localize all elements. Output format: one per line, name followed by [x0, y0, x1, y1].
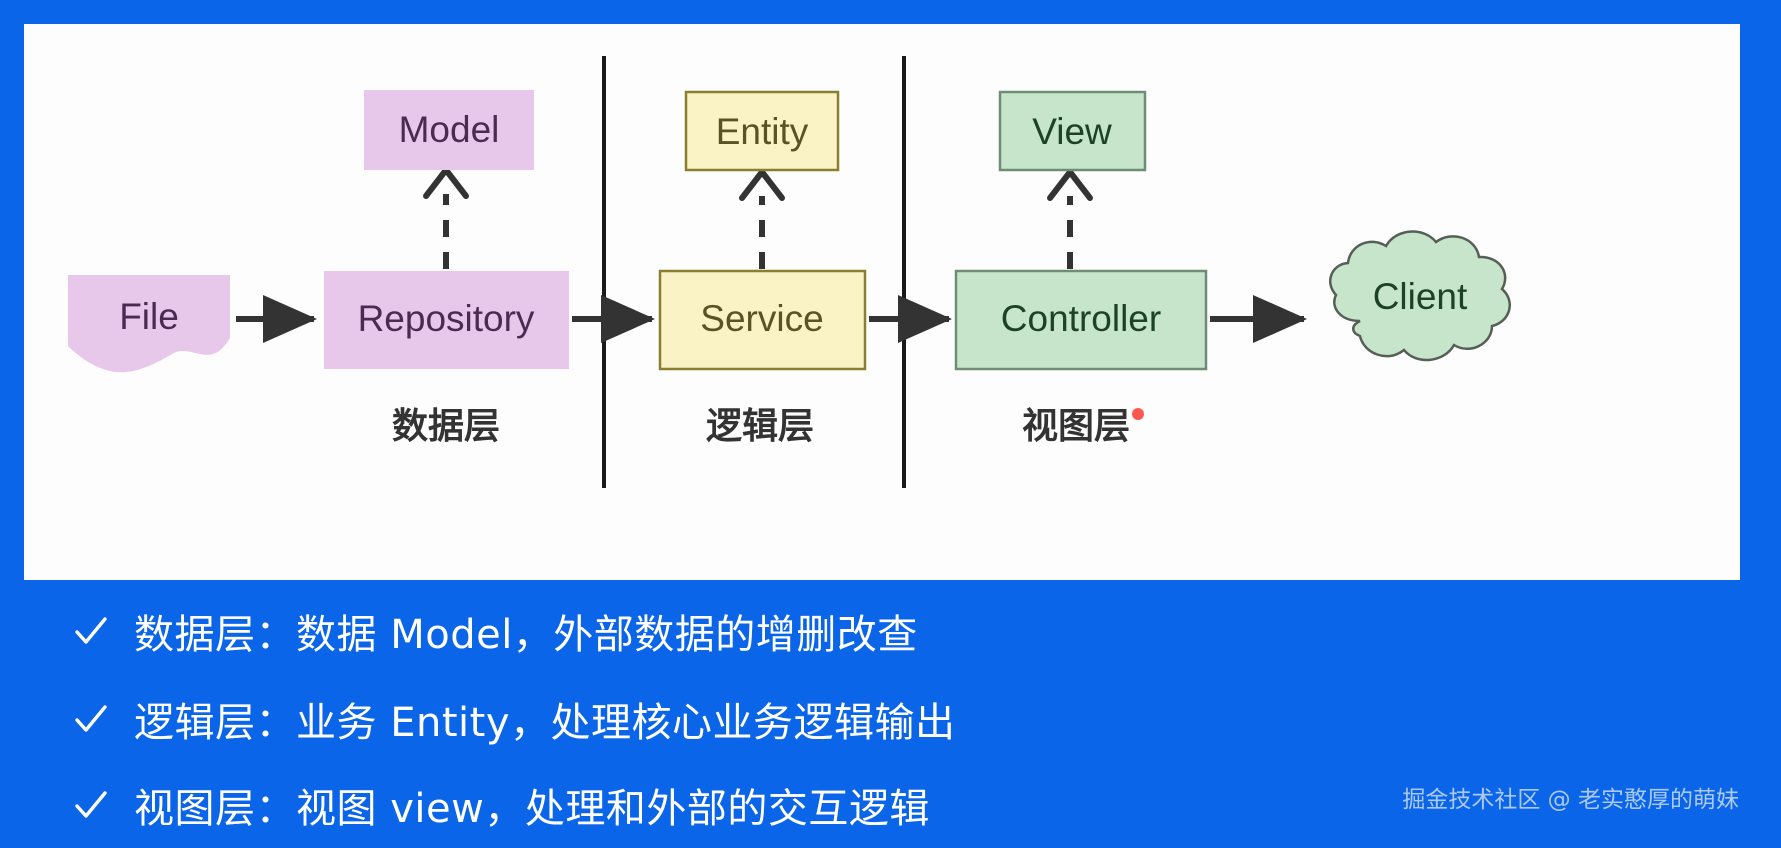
node-model[interactable]: Model — [364, 90, 534, 170]
arrow-service-to-entity — [739, 169, 785, 269]
arrow-controller-to-view — [1047, 169, 1093, 269]
node-controller[interactable]: Controller — [954, 269, 1208, 371]
summary-bullet-list: 数据层：数据 Model，外部数据的增删改查 逻辑层：业务 Entity，处理核… — [0, 584, 1781, 848]
node-file-label: File — [119, 296, 179, 337]
watermark: 掘金技术社区 @ 老实憨厚的萌妹 — [1402, 787, 1739, 813]
red-dot-icon — [1132, 408, 1144, 420]
layer-label-logic: 逻辑层 — [706, 406, 814, 447]
node-view[interactable]: View — [998, 90, 1147, 172]
node-view-label: View — [1032, 111, 1112, 152]
bullet-text-data-layer: 数据层：数据 Model，外部数据的增删改查 — [134, 612, 918, 658]
node-service-label: Service — [700, 298, 823, 339]
check-icon — [70, 698, 112, 740]
node-controller-label: Controller — [1001, 298, 1161, 339]
layer-label-data: 数据层 — [392, 406, 500, 447]
list-item: 数据层：数据 Model，外部数据的增删改查 — [70, 602, 918, 660]
node-model-label: Model — [399, 109, 500, 150]
arrow-repository-to-model — [423, 167, 469, 269]
list-item: 逻辑层：业务 Entity，处理核心业务逻辑输出 — [70, 690, 956, 748]
diagram-panel: File Repository Model 数据层 Service — [24, 24, 1740, 580]
list-item: 视图层：视图 view，处理和外部的交互逻辑 — [70, 776, 930, 834]
node-client[interactable]: Client — [1329, 230, 1511, 362]
node-repository-label: Repository — [358, 298, 535, 339]
node-entity[interactable]: Entity — [684, 90, 840, 172]
node-entity-label: Entity — [716, 111, 809, 152]
bullet-text-view-layer: 视图层：视图 view，处理和外部的交互逻辑 — [134, 786, 930, 832]
node-repository[interactable]: Repository — [324, 271, 569, 369]
node-file[interactable]: File — [68, 275, 230, 373]
layer-label-view: 视图层 — [1022, 406, 1130, 447]
bullet-text-logic-layer: 逻辑层：业务 Entity，处理核心业务逻辑输出 — [134, 700, 956, 746]
node-client-label: Client — [1373, 276, 1468, 317]
architecture-diagram: File Repository Model 数据层 Service — [68, 56, 1511, 488]
check-icon — [70, 610, 112, 652]
node-service[interactable]: Service — [658, 269, 867, 371]
check-icon — [70, 784, 112, 826]
